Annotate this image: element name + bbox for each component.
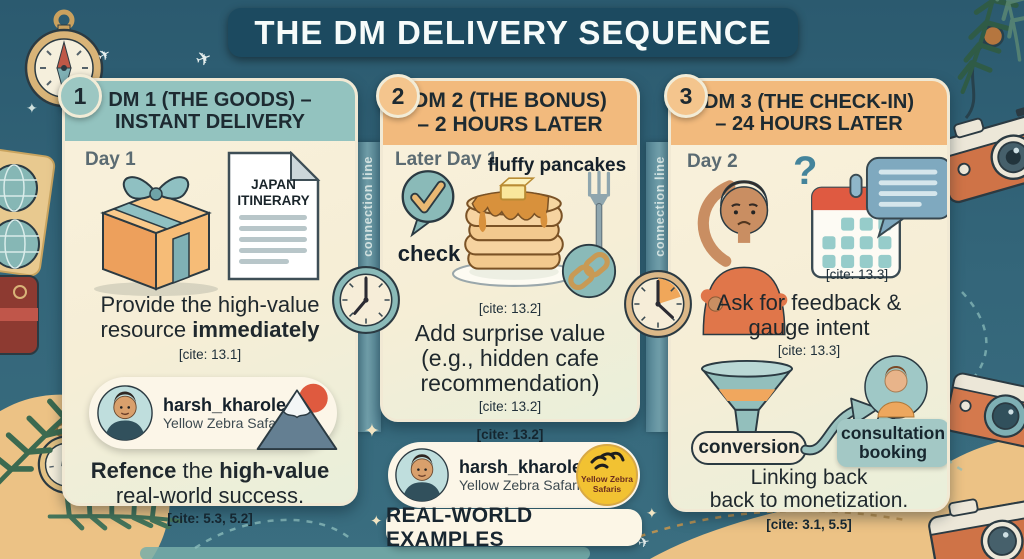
gift-icon (94, 176, 218, 296)
examples-banner: REAL-WORLD EXAMPLES (386, 504, 642, 551)
dm2-header: DM 2 (THE BONUS) – 2 HOURS LATER (383, 81, 637, 145)
dm1-title-line2: INSTANT DELIVERY (114, 111, 305, 133)
dm3-title-line2: – 24 HOURS LATER (715, 113, 903, 135)
sparkle-icon: ✦ (646, 505, 658, 521)
dm2-pancakes-label: fluffy pancakes (487, 155, 627, 176)
consultation-booking-label: consultation booking (837, 419, 947, 467)
dm3-header: DM 3 (THE CHECK-IN) – 24 HOURS LATER (671, 81, 947, 145)
profile-handle: harsh_kharole_ (163, 394, 297, 415)
profile-subtitle: Yellow Zebra Safaris (459, 477, 587, 494)
dm3-title-line1: DM 3 (THE CHECK-IN) (704, 90, 914, 113)
document-title-line1: JAPAN (251, 177, 296, 192)
booking-line2: booking (858, 442, 928, 462)
check-bubble-icon (401, 170, 455, 238)
arrow-icon (800, 397, 880, 456)
dm1-profile-names: harsh_kharole_ Yellow Zebra Safaris (163, 395, 296, 432)
profile-handle: harsh_kharole_ (459, 456, 593, 477)
zebra-badge-line2: Safaris (592, 484, 622, 495)
avatar (97, 385, 153, 441)
title-bar: THE DM DELIVERY SEQUENCE (228, 8, 798, 57)
sparkle-icon: ✦ (370, 513, 383, 530)
dm1-profile-card: harsh_kharole_ Yellow Zebra Safaris (89, 377, 338, 451)
avatar (395, 448, 449, 502)
speech-bubble-icon (865, 156, 947, 239)
dm2-day-label: Later Day 1 (395, 149, 498, 170)
column-dm2: DM 2 (THE BONUS) – 2 HOURS LATER Later D… (380, 78, 640, 422)
dm3-cite1: [cite: 13.3] (777, 343, 841, 358)
document-icon: JAPAN ITINERARY (225, 150, 322, 281)
dm3-point2-line1: Linking back (750, 466, 868, 489)
dm1-point2-mid: the (176, 458, 220, 483)
zebra-badge-text: Yellow Zebra Safaris (576, 474, 638, 494)
sparkle-icon: ✦ (26, 100, 38, 116)
dm2-point1-line2: (e.g., hidden cafe (421, 345, 599, 371)
document-title: JAPAN ITINERARY (225, 177, 322, 209)
sparkle-icon: ✦ (364, 421, 380, 442)
dm2-body: Later Day 1 fluffy pancakes check (383, 145, 637, 419)
link-icon (561, 243, 617, 299)
dm3-day-label: Day 2 (687, 151, 738, 172)
dm1-day-label: Day 1 (85, 149, 136, 170)
booking-line1: consultation (840, 423, 946, 444)
dm3-point2-line2: back to monetization. (709, 489, 909, 512)
dm2-point1-line1: Add surprise value (414, 320, 606, 346)
examples-banner-label: REAL-WORLD EXAMPLES (386, 503, 533, 551)
dm3-cite2: [cite: 3.1, 5.5] (766, 517, 852, 532)
dm3-point1-line2: gauge intent (748, 315, 870, 340)
camera-icon (928, 498, 1024, 559)
zebra-badge: Yellow Zebra Safaris (576, 444, 638, 506)
dm2-cite-top: [cite: 13.2] (478, 301, 542, 316)
dm1-header: DM 1 (THE GOODS) – INSTANT DELIVERY (65, 81, 355, 141)
connection-line-label: connection line (360, 156, 375, 257)
dm2-check-label: check (397, 241, 461, 266)
dm1-point1-normal: resource (100, 317, 193, 342)
dm1-body: Day 1 (65, 141, 355, 506)
compass-icon (24, 9, 104, 108)
dm1-cite1: [cite: 13.1] (178, 347, 242, 362)
dm2-cite-bottom: [cite: 13.2] (476, 427, 544, 442)
camera-icon (935, 106, 1024, 204)
dm1-point1-line1: Provide the high-value (100, 292, 320, 317)
dm2-point1-line3: recommendation) (420, 370, 600, 396)
palm-leaf-icon (992, 0, 1024, 62)
pancakes-icon (451, 177, 577, 287)
dm2-number: 2 (376, 74, 420, 118)
examples-profile-names: harsh_kharole_ Yellow Zebra Safaris (459, 457, 592, 494)
connection-line-label: connection line (652, 156, 667, 257)
dm3-point1-line1: Ask for feedback & (716, 290, 902, 315)
clock-icon (624, 270, 692, 338)
dm3-number: 3 (664, 74, 708, 118)
dm1-title-line1: DM 1 (THE GOODS) – (108, 88, 312, 111)
palm-leaf-icon (957, 0, 1024, 95)
conversion-label: conversion (691, 431, 807, 465)
palm-leaf-icon (47, 491, 183, 531)
dm1-point1-bold: immediately (192, 317, 320, 342)
dm1-number: 1 (58, 74, 102, 118)
zebra-badge-line1: Yellow Zebra (581, 474, 633, 484)
examples-profile-card: harsh_kharole_ Yellow Zebra Safaris Yell… (388, 442, 640, 508)
profile-subtitle: Yellow Zebra Safaris (163, 415, 291, 432)
document-title-line2: ITINERARY (237, 192, 310, 208)
dm1-cite2: [cite: 5.3, 5.2] (167, 511, 253, 526)
dm3-body: Day 2 ? (671, 145, 947, 512)
dm1-point1-line2: resource immediately (65, 318, 355, 341)
dm1-point2-bold2: high-value (219, 458, 330, 483)
dm2-cite-mid: [cite: 13.2] (478, 399, 542, 414)
column-dm3: DM 3 (THE CHECK-IN) – 24 HOURS LATER Day… (668, 78, 950, 512)
column-dm1: DM 1 (THE GOODS) – INSTANT DELIVERY Day … (62, 78, 358, 506)
confused-person-icon (697, 180, 788, 336)
waterline (140, 547, 590, 559)
dm2-title-line2: – 2 HOURS LATER (417, 113, 603, 136)
camera-icon (944, 372, 1024, 452)
clock-icon (332, 266, 400, 334)
dm3-cite-top: [cite: 13.3] (825, 267, 889, 282)
fuji-icon (256, 383, 338, 451)
passport-icon (0, 148, 56, 355)
dm1-point2-line2: real-world success. (115, 483, 305, 506)
dm1-point2-line1: Refence the high-value (65, 459, 355, 482)
dm1-point2-bold1: Refence (90, 458, 177, 483)
question-mark-icon: ? (793, 149, 818, 193)
dm2-title-line1: DM 2 (THE BONUS) (413, 89, 607, 113)
page-title: THE DM DELIVERY SEQUENCE (254, 13, 772, 51)
